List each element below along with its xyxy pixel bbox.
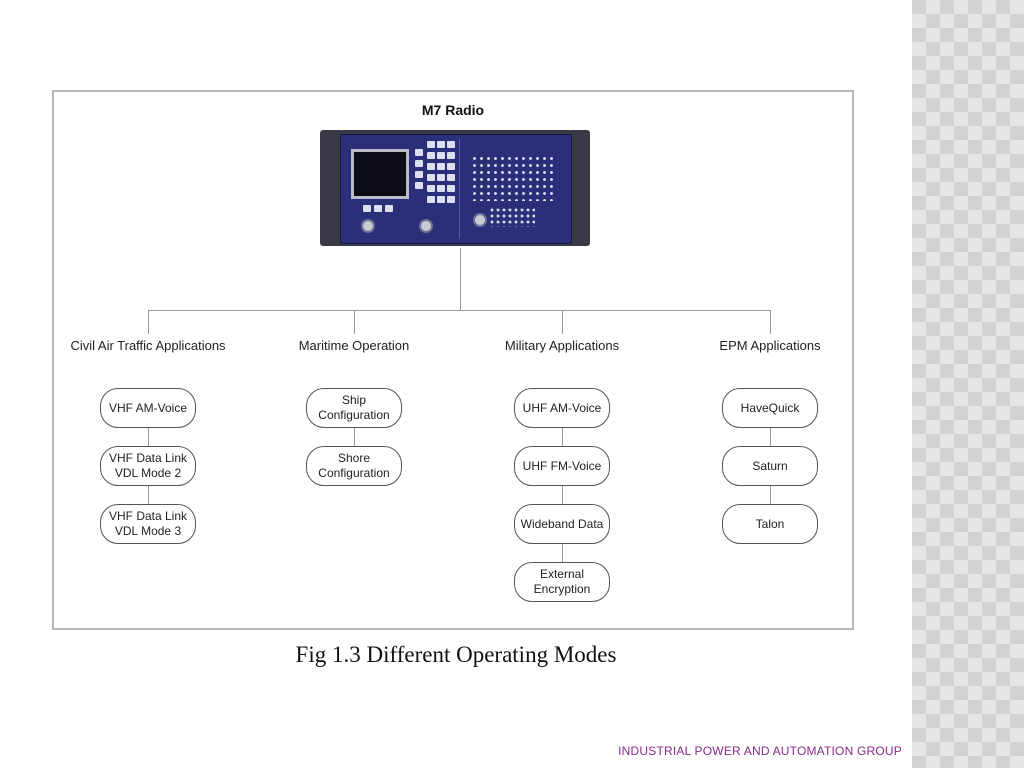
connector-line: [148, 310, 149, 334]
radio-key: [437, 163, 445, 170]
radio-key: [437, 141, 445, 148]
radio-knob-icon: [361, 219, 375, 233]
radio-key: [415, 160, 423, 167]
mode-box: Wideband Data: [514, 504, 610, 544]
connector-line: [562, 408, 563, 582]
mode-box: UHF FM-Voice: [514, 446, 610, 486]
radio-key: [374, 205, 382, 212]
radio-key: [437, 196, 445, 203]
radio-knob-icon: [419, 219, 433, 233]
radio-display-screen: [351, 149, 409, 199]
radio-key: [415, 171, 423, 178]
mode-box: VHF Data Link VDL Mode 2: [100, 446, 196, 486]
mode-box: UHF AM-Voice: [514, 388, 610, 428]
mode-box: External Encryption: [514, 562, 610, 602]
mode-box: Shore Configuration: [306, 446, 402, 486]
figure-caption: Fig 1.3 Different Operating Modes: [295, 642, 617, 667]
radio-key: [427, 185, 435, 192]
radio-key: [447, 163, 455, 170]
mode-box: Talon: [722, 504, 818, 544]
connector-line: [148, 310, 770, 311]
footer-text: INDUSTRIAL POWER AND AUTOMATION GROUP: [618, 744, 902, 758]
radio-key: [415, 182, 423, 189]
mode-box: Ship Configuration: [306, 388, 402, 428]
category-label: Maritime Operation: [298, 338, 410, 353]
radio-key: [447, 141, 455, 148]
connector-line: [354, 408, 355, 466]
radio-connector-grid-small: [489, 207, 535, 227]
radio-key: [447, 185, 455, 192]
radio-key: [437, 174, 445, 181]
radio-front-panel: [340, 134, 572, 244]
mode-box: HaveQuick: [722, 388, 818, 428]
radio-key: [427, 163, 435, 170]
category-label: Military Applications: [504, 338, 620, 353]
category-label: Civil Air Traffic Applications: [70, 338, 226, 353]
radio-key: [427, 174, 435, 181]
radio-key: [363, 205, 371, 212]
radio-connector-grid: [471, 155, 557, 201]
connector-line: [460, 248, 461, 310]
radio-key: [385, 205, 393, 212]
radio-key: [427, 141, 435, 148]
radio-key: [437, 185, 445, 192]
radio-key: [447, 174, 455, 181]
mode-box: Saturn: [722, 446, 818, 486]
radio-key: [447, 152, 455, 159]
mode-box: VHF AM-Voice: [100, 388, 196, 428]
radio-title: M7 Radio: [421, 102, 485, 118]
panel-divider: [459, 139, 460, 239]
radio-key: [415, 149, 423, 156]
connector-line: [354, 310, 355, 334]
mode-box: VHF Data Link VDL Mode 3: [100, 504, 196, 544]
side-pattern-strip: [912, 0, 1024, 768]
radio-key: [427, 196, 435, 203]
radio-knob-icon: [473, 213, 487, 227]
radio-key: [447, 196, 455, 203]
radio-unit-image: [320, 130, 590, 246]
connector-line: [770, 310, 771, 334]
category-label: EPM Applications: [719, 338, 821, 353]
radio-key: [437, 152, 445, 159]
radio-key: [427, 152, 435, 159]
connector-line: [562, 310, 563, 334]
